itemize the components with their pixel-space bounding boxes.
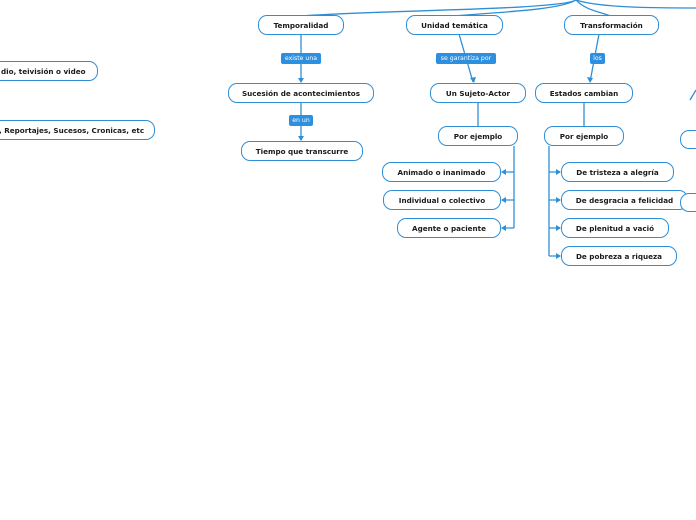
- link-label-en-un: en un: [289, 115, 313, 126]
- arrow-tristeza: [556, 169, 561, 175]
- arrow-individual: [501, 197, 506, 203]
- arrow-agente: [501, 225, 506, 231]
- arrow-desgracia: [556, 197, 561, 203]
- node-right-edge-1[interactable]: [680, 130, 696, 149]
- link-label-los: los: [590, 53, 605, 64]
- node-transformacion[interactable]: Transformación: [564, 15, 659, 35]
- node-sucesion-acontecimientos[interactable]: Sucesión de acontecimientos: [228, 83, 374, 103]
- node-unidad-tematica[interactable]: Unidad temática: [406, 15, 503, 35]
- connector-root-transformacion: [575, 0, 612, 17]
- node-desgracia-felicidad[interactable]: De desgracia a felicidad: [561, 190, 688, 210]
- node-animado-inanimado[interactable]: Animado o inanimado: [382, 162, 501, 182]
- node-tristeza-alegria[interactable]: De tristeza a alegría: [561, 162, 674, 182]
- arrow-sujeto: [470, 77, 476, 83]
- link-label-se-garantiza-por: se garantiza por: [436, 53, 496, 64]
- arrow-animado: [501, 169, 506, 175]
- node-plenitud-vacio[interactable]: De plenitud a vació: [561, 218, 669, 238]
- arrow-tiempo: [298, 136, 304, 141]
- node-por-ejemplo-estados[interactable]: Por ejemplo: [544, 126, 624, 146]
- node-reportajes-sucesos[interactable]: , Reportajes, Sucesos, Cronicas, etc: [0, 120, 155, 140]
- node-sujeto-actor[interactable]: Un Sujeto-Actor: [430, 83, 526, 103]
- connector-root-right: [575, 0, 696, 9]
- connector-ejemplo1-children: [502, 146, 515, 229]
- arrow-plenitud: [556, 225, 561, 231]
- node-right-edge-2[interactable]: [680, 193, 696, 212]
- node-radio-television-video[interactable]: dio, teivisión o video: [0, 61, 98, 81]
- link-label-existe-una: existe una: [281, 53, 321, 64]
- node-estados-cambian[interactable]: Estados cambian: [535, 83, 633, 103]
- connector-ejemplo2-children: [548, 146, 560, 257]
- arrow-sucesion: [298, 78, 304, 83]
- connector-root-unidad: [453, 0, 577, 17]
- node-agente-paciente[interactable]: Agente o paciente: [397, 218, 501, 238]
- node-por-ejemplo-sujeto[interactable]: Por ejemplo: [438, 126, 518, 146]
- connector-root-temporalidad: [300, 0, 577, 17]
- node-individual-colectivo[interactable]: Individual o colectivo: [383, 190, 501, 210]
- node-pobreza-riqueza[interactable]: De pobreza a riqueza: [561, 246, 677, 266]
- node-temporalidad[interactable]: Temporalidad: [258, 15, 344, 35]
- connector-right-stub: [689, 89, 696, 101]
- node-tiempo-que-transcurre[interactable]: Tiempo que transcurre: [241, 141, 363, 161]
- arrow-estados: [587, 77, 593, 83]
- arrow-pobreza: [556, 253, 561, 259]
